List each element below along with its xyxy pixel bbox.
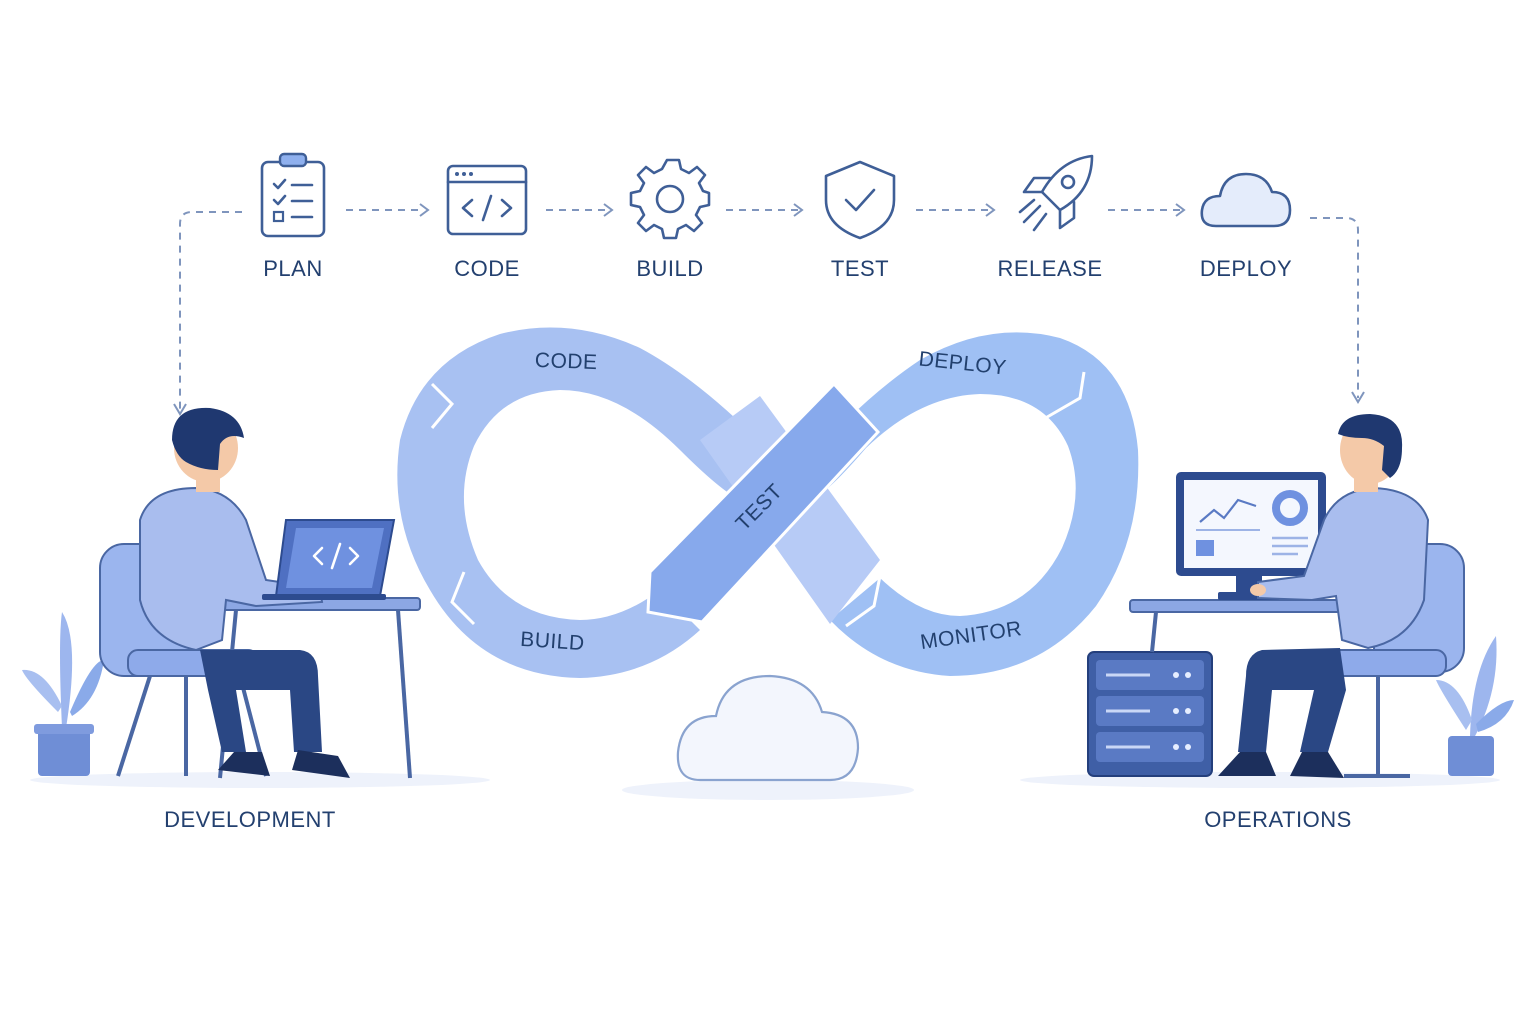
operations-label: OPERATIONS (1204, 807, 1352, 832)
gear-icon (629, 158, 711, 240)
step-label-plan: PLAN (263, 256, 322, 281)
monitor-illustration (1176, 472, 1326, 600)
clipboard-checklist-icon (260, 152, 326, 238)
cloud-illustration (622, 674, 914, 800)
arrow-right-icon (603, 203, 614, 217)
line-chart-icon (1199, 498, 1257, 523)
developer-illustration: DEVELOPMENT (22, 407, 490, 832)
developer-person (139, 407, 350, 778)
development-label: DEVELOPMENT (164, 807, 336, 832)
operator-person (1218, 414, 1430, 778)
connector-line (179, 211, 242, 410)
loop-band-test (646, 381, 881, 624)
code-window-icon (446, 164, 528, 236)
arrow-right-icon (985, 203, 996, 217)
arrow-right-icon (1175, 203, 1186, 217)
arrow-right-icon (419, 203, 430, 217)
loop-label-build: BUILD (520, 628, 586, 655)
rocket-icon (1018, 154, 1094, 232)
connector-line (1310, 217, 1359, 398)
cloud-icon (1200, 172, 1292, 228)
step-label-deploy: DEPLOY (1200, 256, 1292, 281)
laptop-illustration (262, 519, 396, 600)
plant-illustration (22, 612, 104, 776)
arrow-right-icon (793, 203, 804, 217)
shield-check-icon (824, 160, 896, 240)
desk-illustration (1129, 599, 1351, 653)
step-label-test: TEST (831, 256, 889, 281)
loop-label-code: CODE (535, 349, 598, 374)
server-rack-illustration (1087, 651, 1213, 777)
step-label-build: BUILD (636, 256, 703, 281)
operations-illustration: OPERATIONS (1020, 414, 1514, 832)
donut-chart-icon (1272, 490, 1308, 526)
plant-illustration (1436, 636, 1514, 776)
pipeline-flow: PLAN CODE BUILD TEST RELEASE DEPLOY (173, 152, 1365, 416)
arrow-down-icon (1351, 391, 1365, 404)
infinity-loop: CODE DEPLOY TEST BUILD MONITOR (397, 327, 1139, 678)
step-label-code: CODE (454, 256, 520, 281)
arrow-down-icon (173, 403, 187, 416)
loop-separators (430, 371, 1086, 628)
code-icon (312, 542, 360, 570)
step-label-release: RELEASE (998, 256, 1103, 281)
